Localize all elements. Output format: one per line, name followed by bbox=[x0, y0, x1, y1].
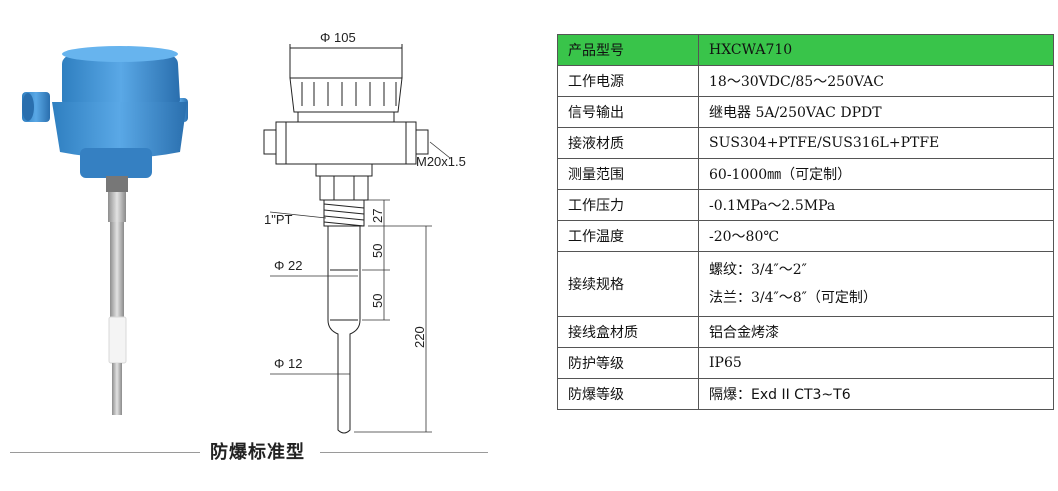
dim-top-diameter: Φ 105 bbox=[320, 30, 356, 45]
table-row: 防爆等级 隔爆：Exd II CT3~T6 bbox=[557, 378, 1054, 410]
process-fitting bbox=[106, 176, 128, 222]
spec-key: 信号输出 bbox=[557, 96, 699, 128]
spec-key: 防爆等级 bbox=[557, 378, 699, 410]
table-row: 接线盒材质 铝合金烤漆 bbox=[557, 316, 1054, 348]
spec-value: SUS304+PTFE/SUS316L+PTFE bbox=[698, 127, 1054, 159]
spec-key: 接续规格 bbox=[557, 251, 699, 317]
dimension-drawing: Φ 105 M20x1.5 1"PT Φ 22 Φ 12 27 50 50 22… bbox=[263, 30, 466, 434]
table-row: 接液材质 SUS304+PTFE/SUS316L+PTFE bbox=[557, 127, 1054, 159]
table-row: 工作温度 -20～80℃ bbox=[557, 220, 1054, 252]
spec-key: 工作电源 bbox=[557, 65, 699, 97]
table-row: 接续规格 螺纹：3/4″～2″ 法兰：3/4″～8″（可定制） bbox=[557, 251, 1054, 317]
spec-key: 防护等级 bbox=[557, 347, 699, 379]
probe-outline bbox=[327, 226, 361, 434]
dim-tip-diameter: Φ 12 bbox=[274, 356, 302, 371]
junction-body bbox=[263, 121, 429, 165]
spec-value-line: 法兰：3/4″～8″（可定制） bbox=[709, 290, 877, 306]
product-photo bbox=[22, 46, 188, 415]
table-row: 信号输出 继电器 5A/250VAC DPDT bbox=[557, 96, 1054, 128]
spec-value: 18～30VDC/85～250VAC bbox=[698, 65, 1054, 97]
caption-rule-right bbox=[320, 452, 488, 453]
spec-key: 产品型号 bbox=[557, 34, 699, 66]
spec-value: 隔爆：Exd II CT3~T6 bbox=[698, 378, 1054, 410]
spec-value: 继电器 5A/250VAC DPDT bbox=[698, 96, 1054, 128]
table-row: 工作压力 -0.1MPa～2.5MPa bbox=[557, 189, 1054, 221]
spec-table: 产品型号 HXCWA710 工作电源 18～30VDC/85～250VAC 信号… bbox=[557, 34, 1054, 410]
spec-key: 工作压力 bbox=[557, 189, 699, 221]
spec-value: 60-1000㎜（可定制） bbox=[698, 158, 1054, 190]
spec-key: 测量范围 bbox=[557, 158, 699, 190]
dim-cable-thread: M20x1.5 bbox=[416, 154, 466, 169]
dim-27: 27 bbox=[370, 209, 385, 223]
spec-key: 工作温度 bbox=[557, 220, 699, 252]
top-cap bbox=[289, 44, 403, 123]
table-row: 防护等级 IP65 bbox=[557, 347, 1054, 379]
dim-220: 220 bbox=[412, 326, 427, 348]
spec-key: 接线盒材质 bbox=[557, 316, 699, 348]
spec-key: 接液材质 bbox=[557, 127, 699, 159]
figure-caption: 防爆标准型 bbox=[206, 438, 309, 464]
table-row: 测量范围 60-1000㎜（可定制） bbox=[557, 158, 1054, 190]
spec-value: 铝合金烤漆 bbox=[698, 316, 1054, 348]
table-row: 工作电源 18～30VDC/85～250VAC bbox=[557, 65, 1054, 97]
dim-50-a: 50 bbox=[370, 244, 385, 258]
dim-50-b: 50 bbox=[370, 294, 385, 308]
hex-fitting bbox=[315, 163, 373, 227]
spec-value: IP65 bbox=[698, 347, 1054, 379]
spec-value: HXCWA710 bbox=[698, 34, 1054, 66]
spec-value: 螺纹：3/4″～2″ 法兰：3/4″～8″（可定制） bbox=[698, 251, 1054, 317]
spec-value-line: 螺纹：3/4″～2″ bbox=[709, 262, 807, 278]
dimension-lines bbox=[269, 141, 451, 433]
probe-rod bbox=[108, 222, 127, 415]
junction-box bbox=[22, 46, 188, 178]
spec-value: -20～80℃ bbox=[698, 220, 1054, 252]
table-header-row: 产品型号 HXCWA710 bbox=[557, 34, 1054, 66]
caption-rule-left bbox=[10, 452, 200, 453]
dim-process-thread: 1"PT bbox=[264, 212, 293, 227]
figure-caption-row: 防爆标准型 bbox=[10, 438, 488, 468]
dim-rod-diameter: Φ 22 bbox=[274, 258, 302, 273]
spec-value: -0.1MPa～2.5MPa bbox=[698, 189, 1054, 221]
